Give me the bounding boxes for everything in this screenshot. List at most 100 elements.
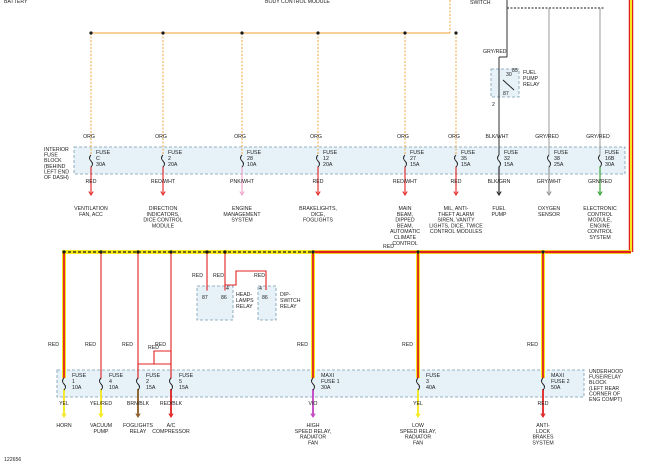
output-arrow xyxy=(597,191,603,196)
fuse-amps: 30A xyxy=(321,385,331,391)
circuit-destination: MODULE, xyxy=(588,218,612,224)
circuit-destination: COMPRESSOR xyxy=(152,429,190,435)
wire-color-label: RED xyxy=(192,273,203,279)
wire-color-label: GRY/WHT xyxy=(537,179,562,185)
fuse-amps: 20A xyxy=(323,162,333,168)
fuse-symbol xyxy=(416,377,420,391)
circuit-destination: VENTILATION xyxy=(74,206,108,212)
wire-color-label: GRY/RED xyxy=(483,49,507,55)
output-arrow xyxy=(402,191,408,196)
wire-color-label: RED xyxy=(297,342,308,348)
fuse-amps: 15A xyxy=(146,385,156,391)
fuse-label: FUSE xyxy=(410,150,425,156)
circuit-destination: ENGINE xyxy=(232,206,252,212)
wire-color-label: ORG xyxy=(234,134,246,140)
foglights-red-link xyxy=(137,350,172,378)
interior-block-label: LEFT END xyxy=(44,169,69,175)
relay-pin: 87 xyxy=(202,295,208,301)
circuit-destination: FAN, ACC xyxy=(79,212,103,218)
circuit-destination: FAN xyxy=(413,440,423,446)
circuit-destination: INDICATORS, xyxy=(147,212,180,218)
fuse-symbol xyxy=(497,154,501,168)
dip-switch-relay-box xyxy=(257,285,277,321)
circuit-destination: ANTI- xyxy=(536,423,550,429)
dip-switch-relay-label: RELAY xyxy=(280,304,297,310)
circuit-destination: CONTROL MODULES xyxy=(430,229,483,235)
circuit-destination: MIL, ANTI- xyxy=(444,206,469,212)
dip-switch-relay-label: SWITCH xyxy=(280,298,301,304)
circuit-destination: BEAM, xyxy=(397,212,413,218)
fuse-label: FUSE xyxy=(247,150,262,156)
wire-color-label: RED xyxy=(122,342,133,348)
relay-pin: 86 xyxy=(221,295,227,301)
output-arrow xyxy=(135,413,141,418)
fuse-symbol xyxy=(161,154,165,168)
fuse-number: C xyxy=(96,156,100,162)
fuse-symbol xyxy=(311,377,315,391)
fuse-label: FUSE xyxy=(605,150,620,156)
interior-block-label: BLOCK xyxy=(44,158,62,164)
fuse-amps: 50A xyxy=(551,385,561,391)
fuse-symbol xyxy=(541,377,545,391)
wire-color-label: RED xyxy=(383,244,394,250)
circuit-destination: FUEL xyxy=(492,206,505,212)
fuse-symbol xyxy=(403,154,407,168)
circuit-destination: ENGINE xyxy=(590,223,610,229)
junction-dot xyxy=(403,31,407,35)
circuit-destination: PUMP xyxy=(492,212,508,218)
fuse-number: 2 xyxy=(168,156,171,162)
circuit-destination: BRAKELIGHTS, xyxy=(299,206,337,212)
relay-pin: 4 xyxy=(259,286,262,292)
junction-dot xyxy=(454,31,458,35)
fuse-number: 12 xyxy=(323,156,329,162)
junction-dot xyxy=(136,250,140,254)
fuse-number: 28 xyxy=(247,156,253,162)
relay-pin: 4 xyxy=(226,286,229,292)
circuit-destination: MANAGEMENT xyxy=(223,212,261,218)
top-cut-label: SWITCH xyxy=(470,0,491,6)
fuse-label: FUSE xyxy=(461,150,476,156)
output-arrow xyxy=(540,413,546,418)
wire-color-label: YEL/RED xyxy=(90,401,112,407)
wire-color-label: RED/WHT xyxy=(151,179,176,185)
output-arrow xyxy=(160,191,166,196)
junction-dot xyxy=(316,31,320,35)
fuse-number: 35 xyxy=(461,156,467,162)
circuit-destination: DICE, xyxy=(311,212,325,218)
circuit-destination: RELAY xyxy=(130,429,147,435)
relay-contact xyxy=(502,79,515,91)
fuse-amps: 30A xyxy=(605,162,615,168)
fuse-amps: 10A xyxy=(109,385,119,391)
underhood-block-label: (LEFT REAR xyxy=(589,386,619,392)
circuit-destination: CONTROL xyxy=(392,241,417,247)
fuse-symbol xyxy=(99,377,103,391)
wire-color-label: ORG xyxy=(310,134,322,140)
fuse-amps: 10A xyxy=(247,162,257,168)
circuit-destination: ELECTRONIC xyxy=(583,206,617,212)
headlamps-relay-label: LAMPS xyxy=(236,298,254,304)
fuse-label: FUSE xyxy=(504,150,519,156)
output-arrow xyxy=(310,413,316,418)
output-arrow xyxy=(496,191,502,196)
circuit-destination: LOCK xyxy=(536,429,551,435)
circuit-destination: CONTROL xyxy=(587,212,612,218)
fuse-amps: 15A xyxy=(461,162,471,168)
wire-color-label: YEL xyxy=(59,401,69,407)
fuse-amps: 40A xyxy=(426,385,436,391)
underhood-fuse-block xyxy=(56,369,585,398)
headlamps-relay-box xyxy=(196,285,234,321)
output-arrow xyxy=(415,413,421,418)
relay-pin: 2 xyxy=(492,102,495,108)
underhood-block-label: CORNER OF xyxy=(589,391,620,397)
interior-fuse-block xyxy=(73,146,626,175)
wire-color-label: VIO xyxy=(309,401,318,407)
underhood-block-label: FUSE/RELAY xyxy=(589,375,621,381)
junction-dot xyxy=(223,250,227,254)
wire-color-label: RED xyxy=(85,342,96,348)
circuit-destination: LOW xyxy=(412,423,424,429)
output-arrow xyxy=(98,413,104,418)
junction-dot xyxy=(89,31,93,35)
fuse-amps: 15A xyxy=(504,162,514,168)
fuse-label: MAXI xyxy=(321,373,334,379)
circuit-destination: MAIN xyxy=(399,206,412,212)
